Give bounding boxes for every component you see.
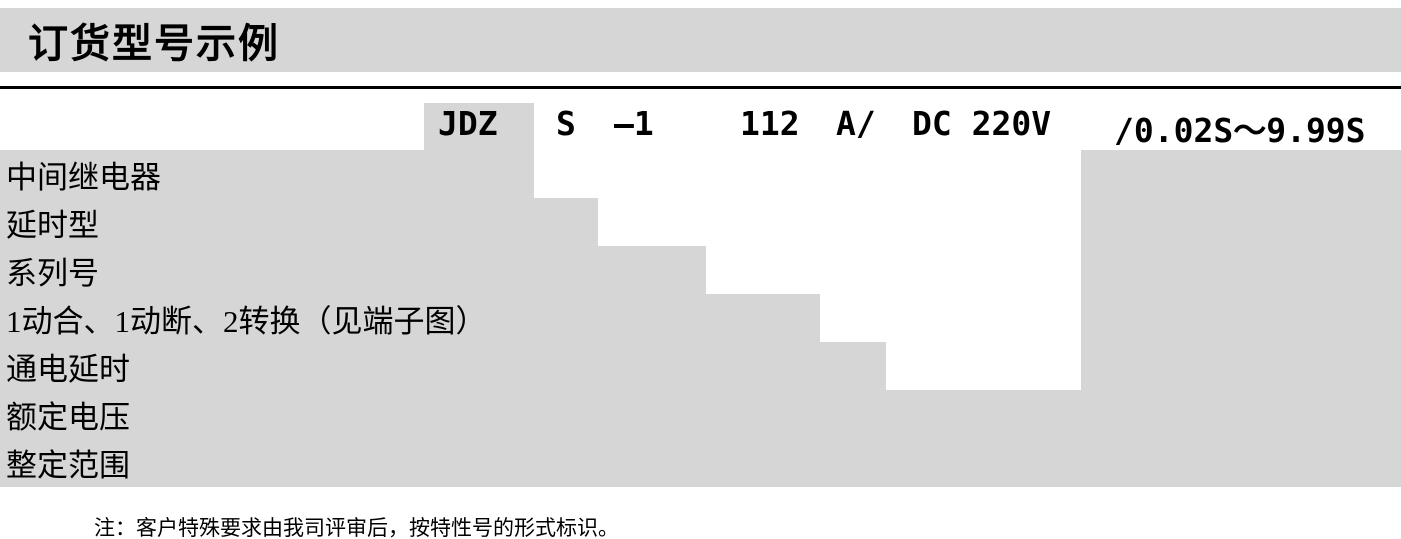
section-header: 订货型号示例 <box>0 8 1401 72</box>
step-row-delay-type: 延时型 <box>0 198 598 246</box>
step-row-series-number: 系列号 <box>0 246 706 294</box>
step-row-delay-mode: 通电延时 <box>0 342 886 390</box>
page-title: 订货型号示例 <box>28 22 280 66</box>
step-row-contacts: 1动合、1动断、2转换（见端子图） <box>0 294 820 342</box>
setting-range-column-block <box>1081 150 1401 438</box>
step-row-rated-voltage: 额定电压 <box>0 390 1081 438</box>
label-setting-range: 整定范围 <box>6 448 130 483</box>
label-series-number: 系列号 <box>6 255 99 291</box>
code-part-relay-type: JDZ <box>438 104 498 143</box>
label-rated-voltage: 额定电压 <box>6 399 130 435</box>
code-part-rated-voltage: DC 220V <box>912 104 1052 143</box>
code-part-delay-mode: A/ <box>836 104 876 143</box>
divider-line <box>0 86 1401 89</box>
code-part-contacts: 112 <box>740 104 800 143</box>
code-part-delay-type: S <box>556 104 576 143</box>
footnote: 注：客户特殊要求由我司评审后，按特性号的形式标识。 <box>94 516 619 539</box>
code-highlight-block-jdz <box>424 103 534 150</box>
step-row-setting-range: 整定范围 <box>0 438 1401 487</box>
label-delay-mode: 通电延时 <box>6 351 130 387</box>
code-part-series-number: —1 <box>614 104 654 143</box>
label-delay-type: 延时型 <box>6 207 99 243</box>
code-part-setting-range: /0.02S～9.99S <box>1114 111 1366 150</box>
label-relay-type: 中间继电器 <box>6 159 161 195</box>
step-row-relay-type: 中间继电器 <box>0 150 534 198</box>
label-contacts: 1动合、1动断、2转换（见端子图） <box>6 303 487 339</box>
